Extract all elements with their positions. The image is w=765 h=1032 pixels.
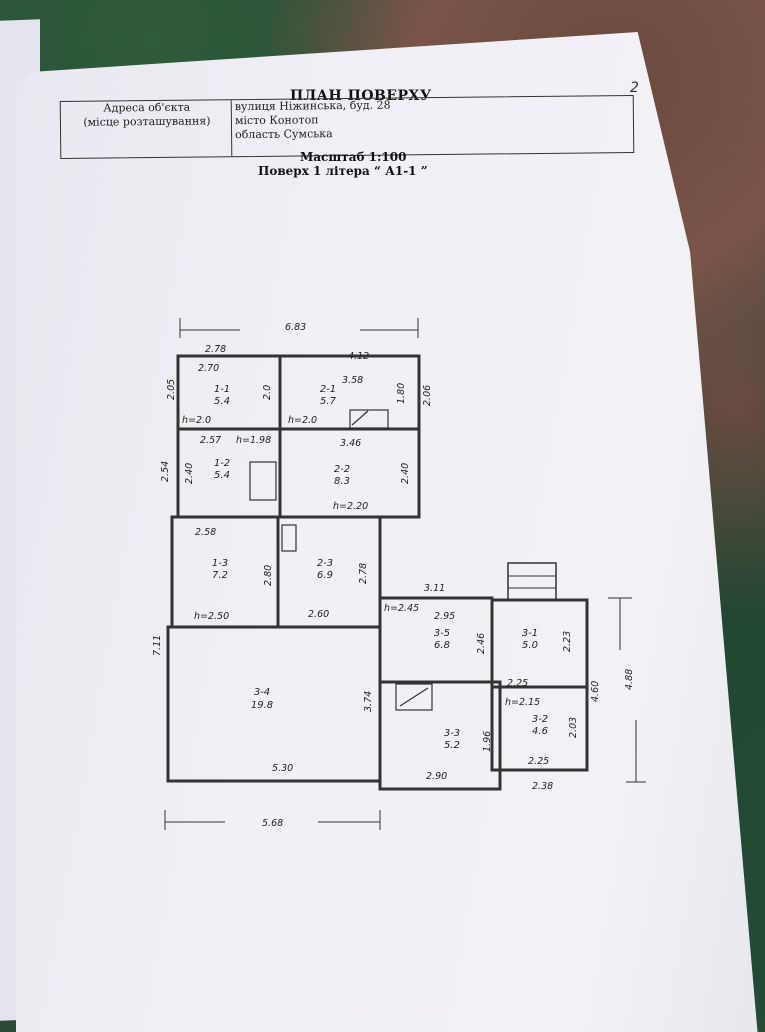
dim-label: 2.78 xyxy=(358,563,369,584)
dim-label: h=2.0 xyxy=(288,415,317,426)
dim-label: 2.90 xyxy=(426,771,447,782)
dim-label: 2.03 xyxy=(568,717,579,738)
dim-label: 2.38 xyxy=(532,781,553,792)
dim-label: h=2.20 xyxy=(333,501,368,512)
room-area: 6.9 xyxy=(317,570,333,581)
room-area: 4.6 xyxy=(532,726,548,737)
dim-label: 1.96 xyxy=(482,731,493,752)
dim-label: h=2.15 xyxy=(505,697,540,708)
dim-label: 2.95 xyxy=(434,611,455,622)
room-area: 8.3 xyxy=(334,476,350,487)
room-area: 19.8 xyxy=(251,700,273,711)
dim-label: 2.05 xyxy=(166,379,177,400)
dim-label: h=2.0 xyxy=(182,415,211,426)
dim-label: 2.80 xyxy=(263,565,274,586)
room-area: 5.4 xyxy=(214,470,230,481)
scale-label: Масштаб 1:100 xyxy=(300,150,407,164)
room-id: 2-2 xyxy=(334,464,350,475)
dim-label: 2.25 xyxy=(507,678,528,689)
dim-label: 2.0 xyxy=(262,385,273,400)
dim-label: 2.58 xyxy=(195,527,216,538)
room-id: 2-1 xyxy=(320,384,336,395)
dim-label: 3.58 xyxy=(342,375,363,386)
dim-label: 5.30 xyxy=(272,763,293,774)
dim-label: 7.11 xyxy=(152,635,163,656)
room-id: 3-3 xyxy=(444,728,460,739)
document-page xyxy=(16,32,758,1032)
dim-label: 2.78 xyxy=(205,344,226,355)
dim-label: h=2.45 xyxy=(384,603,419,614)
dim-label: 6.83 xyxy=(285,322,306,333)
room-area: 5.0 xyxy=(522,640,538,651)
dim-label: 2.06 xyxy=(422,385,433,406)
room-area: 5.4 xyxy=(214,396,230,407)
dim-label: 3.11 xyxy=(424,583,445,594)
dim-label: 2.25 xyxy=(528,756,549,767)
dim-label: 1.80 xyxy=(396,383,407,404)
dim-label: 2.57 xyxy=(200,435,221,446)
room-id: 3-1 xyxy=(522,628,538,639)
dim-label: 3.46 xyxy=(340,438,361,449)
page-title: ПЛАН ПОВЕРХУ xyxy=(290,88,432,104)
dim-label: 2.60 xyxy=(308,609,329,620)
room-id: 3-4 xyxy=(254,687,270,698)
dim-label: 2.46 xyxy=(476,633,487,654)
dim-label: 3.74 xyxy=(363,691,374,712)
room-id: 3-2 xyxy=(532,714,548,725)
room-id: 2-3 xyxy=(317,558,333,569)
room-id: 1-1 xyxy=(214,384,230,395)
room-area: 5.2 xyxy=(444,740,460,751)
room-id: 1-2 xyxy=(214,458,230,469)
room-area: 5.7 xyxy=(320,396,337,407)
dim-label: 2.54 xyxy=(160,461,171,482)
dim-label: h=1.98 xyxy=(236,435,271,446)
dim-label: 2.40 xyxy=(184,463,195,484)
dim-label: 4.12 xyxy=(348,351,369,362)
dim-label: 5.68 xyxy=(262,818,283,829)
dim-label: 4.88 xyxy=(624,669,635,690)
room-area: 6.8 xyxy=(434,640,450,651)
room-id: 3-5 xyxy=(434,628,450,639)
room-area: 7.2 xyxy=(212,570,228,581)
dim-label: 2.70 xyxy=(198,363,219,374)
dim-label: 4.60 xyxy=(590,681,601,702)
dim-label: 2.23 xyxy=(562,631,573,652)
room-id: 1-3 xyxy=(212,558,228,569)
dim-label: 2.40 xyxy=(400,463,411,484)
page-number: 2 xyxy=(630,80,639,96)
dim-label: h=2.50 xyxy=(194,611,229,622)
floor-label: Поверх 1 літера “ А1-1 ” xyxy=(258,164,428,178)
